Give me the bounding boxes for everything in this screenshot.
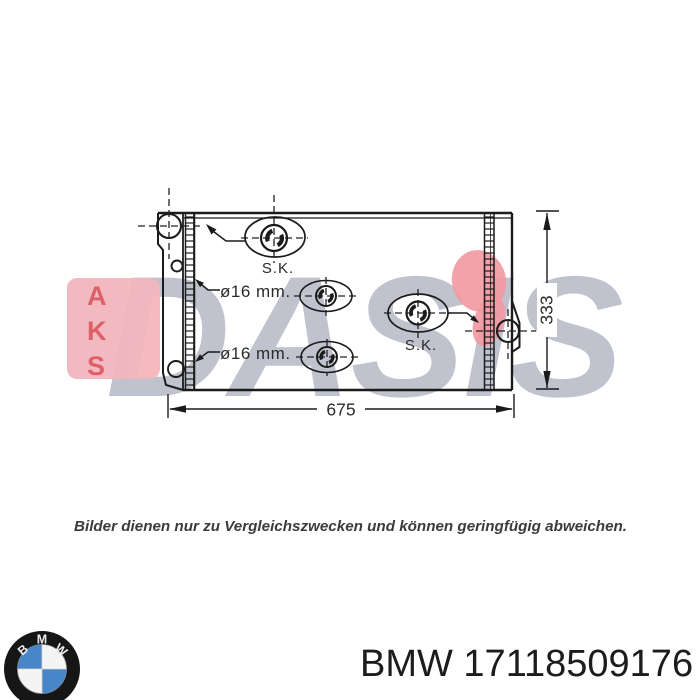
bmw-quadrant-blue-tl: [17, 644, 42, 669]
tank-bands: [184, 213, 495, 390]
watermark-letter-a: A: [87, 281, 107, 311]
watermark-letter-k: K: [87, 316, 107, 346]
centerlines: [138, 188, 536, 376]
watermark-aks-box: A K S: [67, 278, 160, 381]
right-mount-tab: [511, 300, 521, 353]
brand-part-number: BMW 17118509176: [360, 643, 694, 685]
fastener-label-top: S.K.: [262, 260, 294, 277]
bmw-letter-m: M: [37, 633, 47, 647]
fastener-label-right: S.K.: [405, 337, 437, 354]
diameter-note-1: ø16 mm.: [220, 282, 291, 301]
bmw-quadrant-blue-br: [42, 669, 67, 694]
radiator-body-outline: [157, 211, 521, 392]
leader-arrows: [195, 224, 479, 362]
watermark-letter-s: S: [87, 351, 106, 381]
disclaimer-text: Bilder dienen nur zu Vergleichszwecken u…: [74, 518, 628, 535]
width-dimension-label: 675: [326, 400, 355, 420]
diameter-note-2: ø16 mm.: [220, 344, 291, 363]
bmw-logo: B M W: [4, 631, 80, 700]
height-dimension: 333: [536, 210, 559, 390]
width-dimension: 675: [167, 394, 515, 420]
height-dimension-label: 333: [537, 295, 557, 324]
fastener-callouts: [244, 216, 449, 374]
